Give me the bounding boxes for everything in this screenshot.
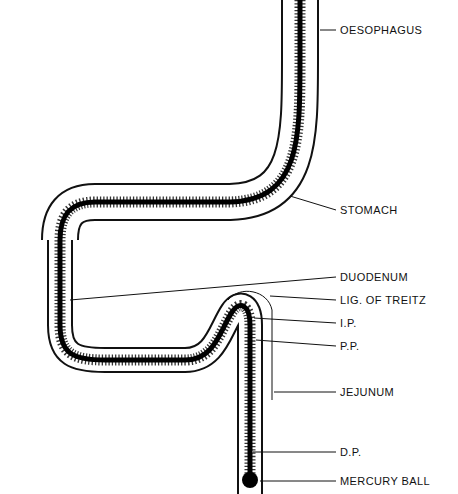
part-label: DUODENUM [340,270,408,284]
hatched-layer [60,0,300,478]
part-label: D.P. [340,445,362,459]
leader-lines [70,30,336,481]
mercury-ball [242,472,258,488]
part-label: OESOPHAGUS [340,23,422,37]
ligament-line [228,291,272,400]
part-label: LIG. OF TREITZ [340,293,426,307]
part-label: JEJUNUM [340,385,394,399]
tube [60,0,300,478]
part-label: P.P. [340,339,360,353]
part-label: MERCURY BALL [340,474,430,488]
part-label: STOMACH [340,203,398,217]
part-label: I.P. [340,316,357,330]
